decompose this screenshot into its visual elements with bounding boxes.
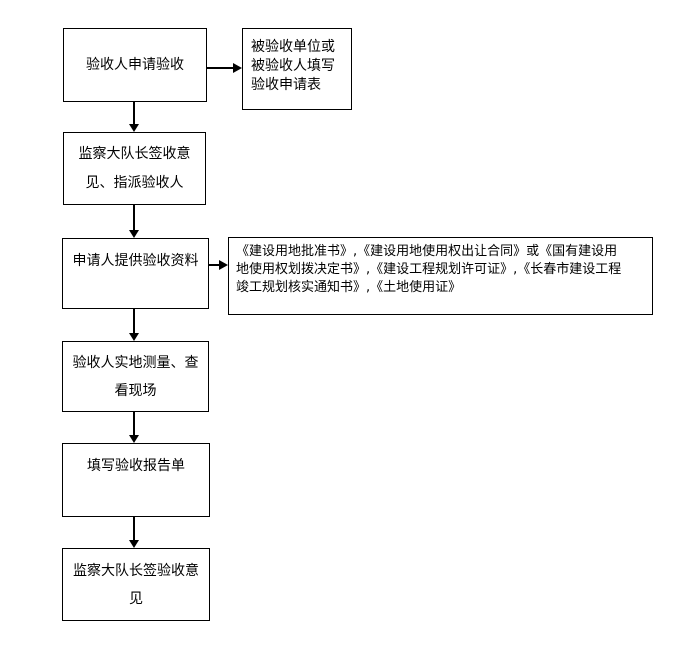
arrow-down-2-head-icon [129,230,139,238]
arrow-down-1-shaft [133,102,135,124]
arrow-down-1-head-icon [129,124,139,132]
arrow-down-3-shaft [133,309,135,333]
flow-box-apply-acceptance: 验收人申请验收 [63,28,207,102]
box-text-line: 竣工规划核实通知书》,《土地使用证》 [236,280,462,295]
arrow-down-5-head-icon [129,540,139,548]
arrow-down-2-shaft [133,205,135,230]
arrow-right-1-shaft [207,67,233,69]
box-text-line: 监察大队长签验收意 [73,562,199,579]
box-text-line: 被验收人填写 [251,58,335,74]
flow-box-fill-report: 填写验收报告单 [62,443,210,517]
box-text-line: 见 [129,590,143,607]
box-text-line: 地使用权划拨决定书》,《建设工程规划许可证》,《长春市建设工程 [236,262,622,277]
flow-box-provide-materials: 申请人提供验收资料 [62,238,209,309]
flow-box-leader-sign-assign: 监察大队长签收意 见、指派验收人 [63,132,206,205]
box-text-line: 见、指派验收人 [85,174,184,191]
box-text-line: 验收人实地测量、查 [72,354,199,371]
flow-box-fill-application-form: 被验收单位或 被验收人填写 验收申请表 [242,28,352,110]
box-label: 填写验收报告单 [87,458,185,474]
box-text-line: 《建设用地批准书》,《建设用地使用权出让合同》或《国有建设用 [236,244,618,259]
arrow-down-4-head-icon [129,435,139,443]
box-text-line: 验收申请表 [251,77,321,93]
box-text-line: 被验收单位或 [251,39,335,55]
arrow-right-2-shaft [209,264,220,266]
flow-box-leader-sign-opinion: 监察大队长签验收意 见 [62,548,210,621]
box-text-line: 监察大队长签收意 [78,145,191,162]
arrow-right-2-head-icon [219,260,228,270]
box-label: 申请人提供验收资料 [72,253,199,269]
box-text-line: 看现场 [114,382,157,399]
arrow-down-5-shaft [133,517,135,540]
box-label: 验收人申请验收 [86,56,184,73]
arrow-down-3-head-icon [129,333,139,341]
flow-box-site-inspection: 验收人实地测量、查 看现场 [62,341,209,412]
arrow-down-4-shaft [133,412,135,435]
flow-box-required-documents: 《建设用地批准书》,《建设用地使用权出让合同》或《国有建设用 地使用权划拨决定书… [228,237,653,315]
arrow-right-1-head-icon [233,63,242,73]
